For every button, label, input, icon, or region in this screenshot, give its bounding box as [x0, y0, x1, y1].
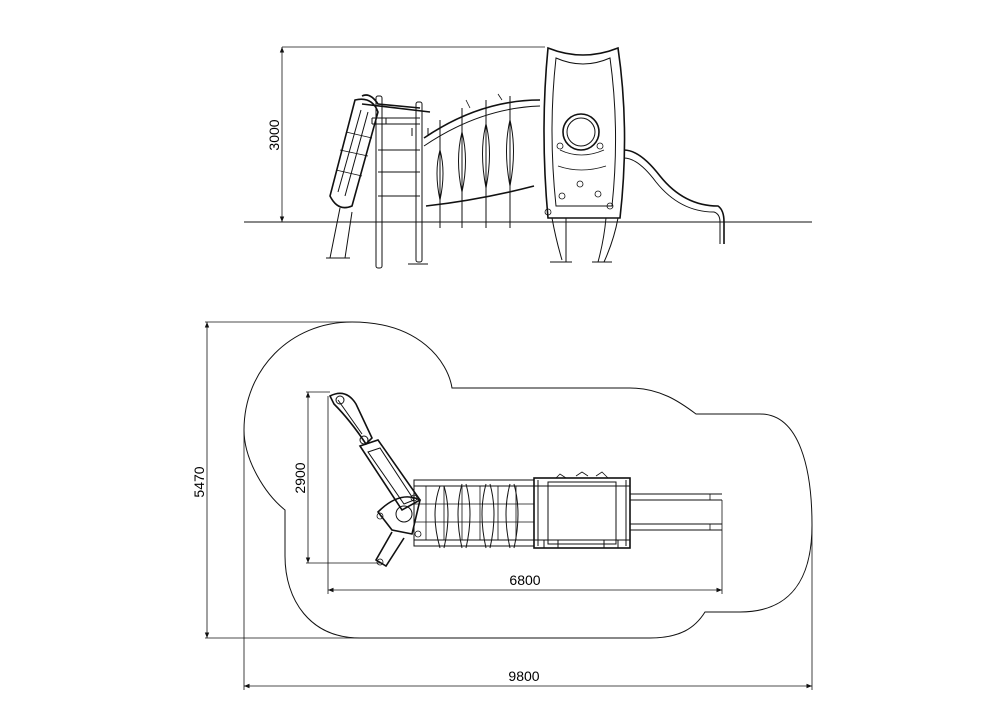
height-label: 3000	[266, 119, 282, 150]
ladder-rungs	[378, 149, 420, 197]
elevation-view: 3000	[244, 46, 812, 269]
safety-zone-outline	[243, 321, 813, 639]
climbing-net-frame	[326, 98, 379, 259]
plan-bridge	[413, 479, 535, 549]
inner-length-dimension: 6800	[327, 396, 723, 594]
plan-net-frame	[328, 392, 422, 568]
hanging-pods	[425, 93, 535, 228]
plan-slide	[630, 493, 722, 531]
bridge-rail	[423, 99, 541, 139]
plan-view: 5470 2900 6800 9800	[191, 321, 813, 690]
outer-depth-label: 5470	[191, 466, 207, 497]
slide	[623, 149, 725, 244]
inner-depth-label: 2900	[292, 462, 308, 493]
top-rail	[361, 94, 431, 113]
inner-depth-dimension: 2900	[292, 391, 380, 564]
inner-length-label: 6800	[509, 572, 540, 588]
rocket-tower	[543, 46, 626, 263]
outer-length-dimension: 9800	[243, 430, 813, 690]
outer-length-label: 9800	[508, 668, 539, 684]
outer-depth-dimension: 5470	[191, 321, 360, 639]
plan-tower	[533, 471, 631, 549]
vertical-posts	[371, 95, 429, 269]
height-dimension: 3000	[266, 46, 545, 222]
